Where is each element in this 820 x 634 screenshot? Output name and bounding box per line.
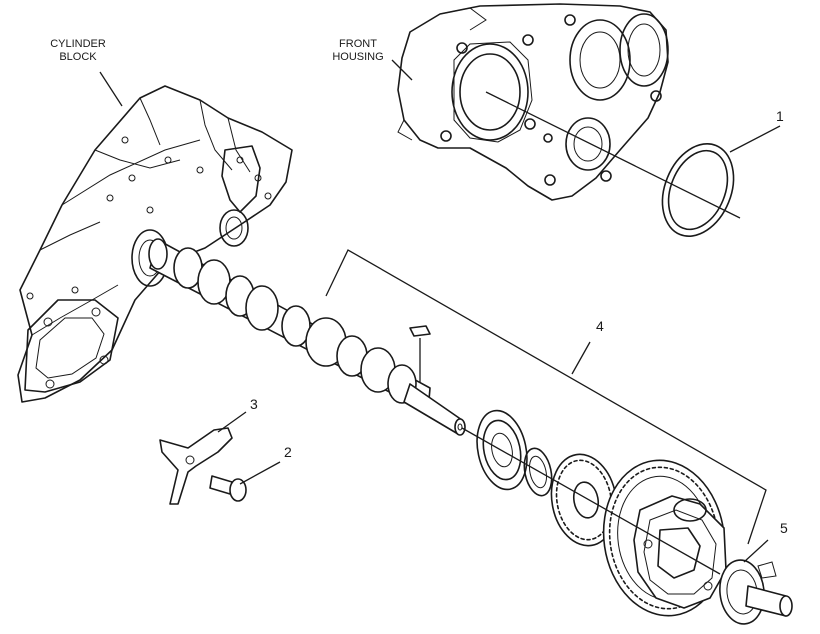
- front-housing-label-line2: HOUSING: [332, 51, 384, 63]
- front-housing: [397, 3, 669, 201]
- camshaft: [148, 238, 466, 436]
- cylinder-block-label-line1: CYLINDER: [50, 38, 106, 50]
- callout-4: 4: [596, 318, 604, 334]
- retaining-bolt: [209, 475, 247, 502]
- callout-3: 3: [250, 396, 258, 412]
- woodruff-key: [409, 325, 431, 382]
- cylinder-block-label: CYLINDER BLOCK: [32, 38, 124, 64]
- cylinder-block-label-line2: BLOCK: [59, 51, 97, 63]
- retaining-bracket: [159, 427, 233, 505]
- callout-1: 1: [776, 108, 784, 124]
- gasket: [661, 143, 735, 237]
- drive-hub: [719, 559, 793, 625]
- callout-2: 2: [284, 444, 292, 460]
- leader-lines: [99, 59, 781, 575]
- callout-5: 5: [780, 520, 788, 536]
- thrust-washer: [523, 447, 553, 497]
- front-housing-label: FRONT HOUSING: [318, 38, 398, 64]
- front-housing-label-line1: FRONT: [339, 38, 377, 50]
